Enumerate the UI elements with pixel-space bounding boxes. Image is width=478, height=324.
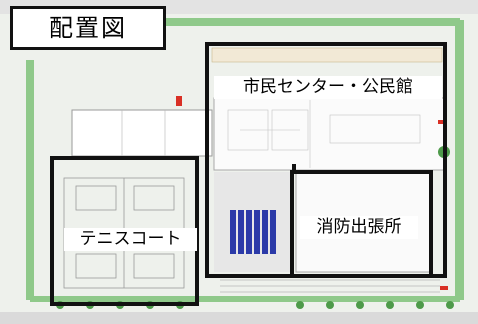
storage-building (71, 109, 213, 157)
civic-roof (211, 47, 443, 63)
tennis-court-label: テニスコート (64, 228, 197, 251)
green-strip-top (160, 18, 460, 26)
red-markers (176, 96, 448, 290)
bottom-road (0, 312, 478, 324)
title-label: 配置図 (10, 6, 166, 50)
fire-station-label: 消防出張所 (300, 216, 418, 239)
tennis-court-outline (50, 156, 199, 306)
green-strip-left (26, 60, 34, 300)
green-strip-right (455, 20, 464, 300)
parking-stalls (230, 210, 276, 254)
green-strip-bottom (30, 296, 460, 302)
civic-center-label: 市民センター・公民館 (214, 76, 442, 99)
bottom-paving (220, 279, 440, 293)
fire-station-outline (290, 170, 433, 278)
